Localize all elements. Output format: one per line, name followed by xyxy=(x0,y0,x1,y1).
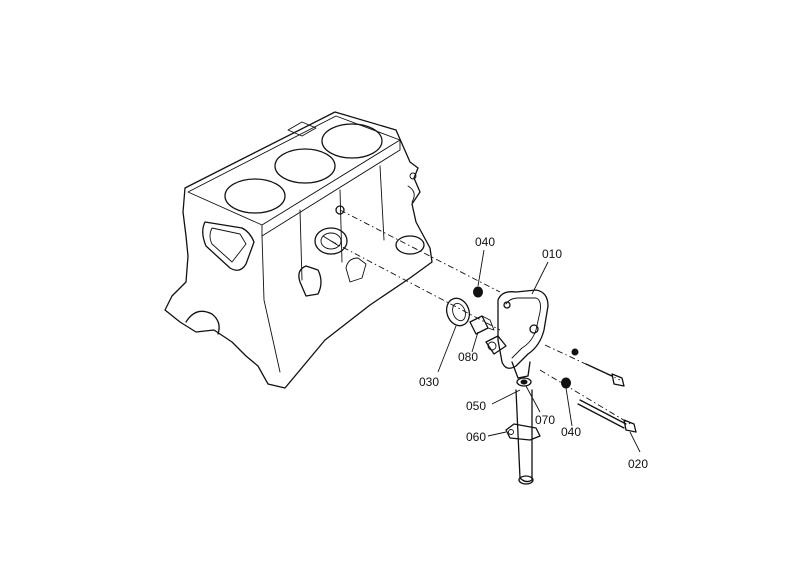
gasket-part-030 xyxy=(445,297,471,327)
bracket-part-060 xyxy=(505,423,541,441)
label-040-lower: 040 xyxy=(561,425,581,439)
label-050: 050 xyxy=(466,399,486,413)
o-ring-part-070 xyxy=(516,377,532,387)
pin-part-080 xyxy=(469,315,495,335)
label-060: 060 xyxy=(466,430,486,444)
label-020: 020 xyxy=(628,457,648,471)
engine-block xyxy=(164,111,433,389)
label-010: 010 xyxy=(542,247,562,261)
leader-lines xyxy=(437,249,641,453)
label-040-upper: 040 xyxy=(475,235,495,249)
washer-part-040-upper xyxy=(473,286,483,298)
washer-part-040-lower xyxy=(561,377,571,389)
oil-pump-part-010 xyxy=(485,289,549,379)
bolt-part-020-lower xyxy=(577,399,637,433)
label-030: 030 xyxy=(419,375,439,389)
bolt-part-020-upper xyxy=(571,348,625,387)
strainer-pipe-part-050 xyxy=(515,389,534,485)
label-080: 080 xyxy=(458,350,478,364)
label-070: 070 xyxy=(535,413,555,427)
